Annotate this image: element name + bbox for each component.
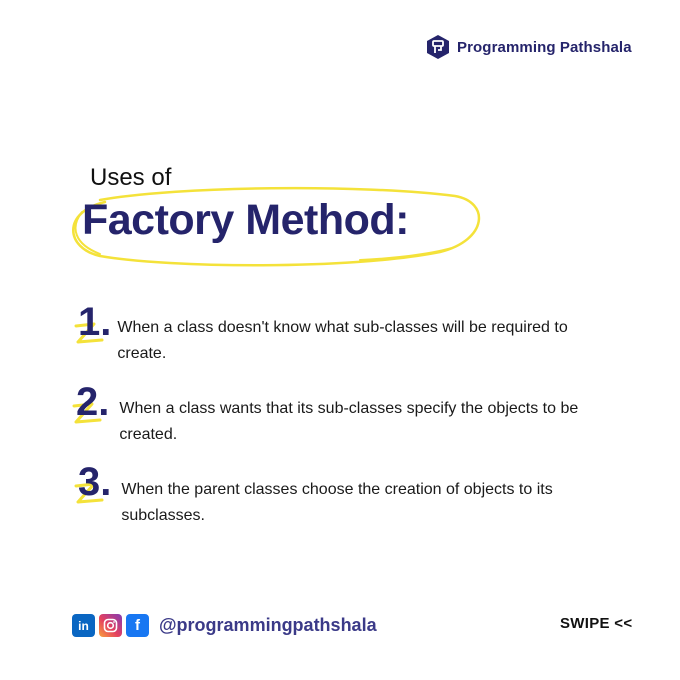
brand-name: Programming Pathshala [457,38,632,56]
facebook-icon[interactable]: f [126,614,149,637]
marker-stroke-icon [72,402,102,424]
heading-highlight-ring [72,186,481,267]
brand-header: Programming Pathshala [426,34,632,60]
list-item: 3. When the parent classes choose the cr… [74,460,571,529]
pathshala-hex-logo-icon [427,35,449,59]
social-handle[interactable]: @programmingpathshala [159,615,377,635]
list-number-text: 3. [78,460,112,504]
heading-pre: Uses of [90,164,172,191]
list-item-text: When a class wants that its sub-classes … [119,400,579,443]
list-item: 1. When a class doesn't know what sub-cl… [74,300,587,367]
instagram-icon[interactable] [99,614,122,637]
heading-main: Factory Method: [82,196,409,244]
swipe-hint: SWIPE << [560,615,633,632]
list-number-text: 1. [78,300,112,344]
list-number: 2. [72,380,110,424]
list-number: 3. [74,460,112,504]
list-item-text: When a class doesn't know what sub-class… [117,319,568,362]
linkedin-icon[interactable]: in [72,614,95,637]
list-item-text: When the parent classes choose the creat… [121,481,553,524]
marker-stroke-icon [74,322,104,344]
list-number-text: 2. [76,380,110,424]
social-links: in f @programmingpathshala [72,614,377,637]
marker-stroke-icon [74,482,104,504]
list-number: 1. [74,300,112,344]
list-item: 2. When a class wants that its sub-class… [72,380,589,448]
